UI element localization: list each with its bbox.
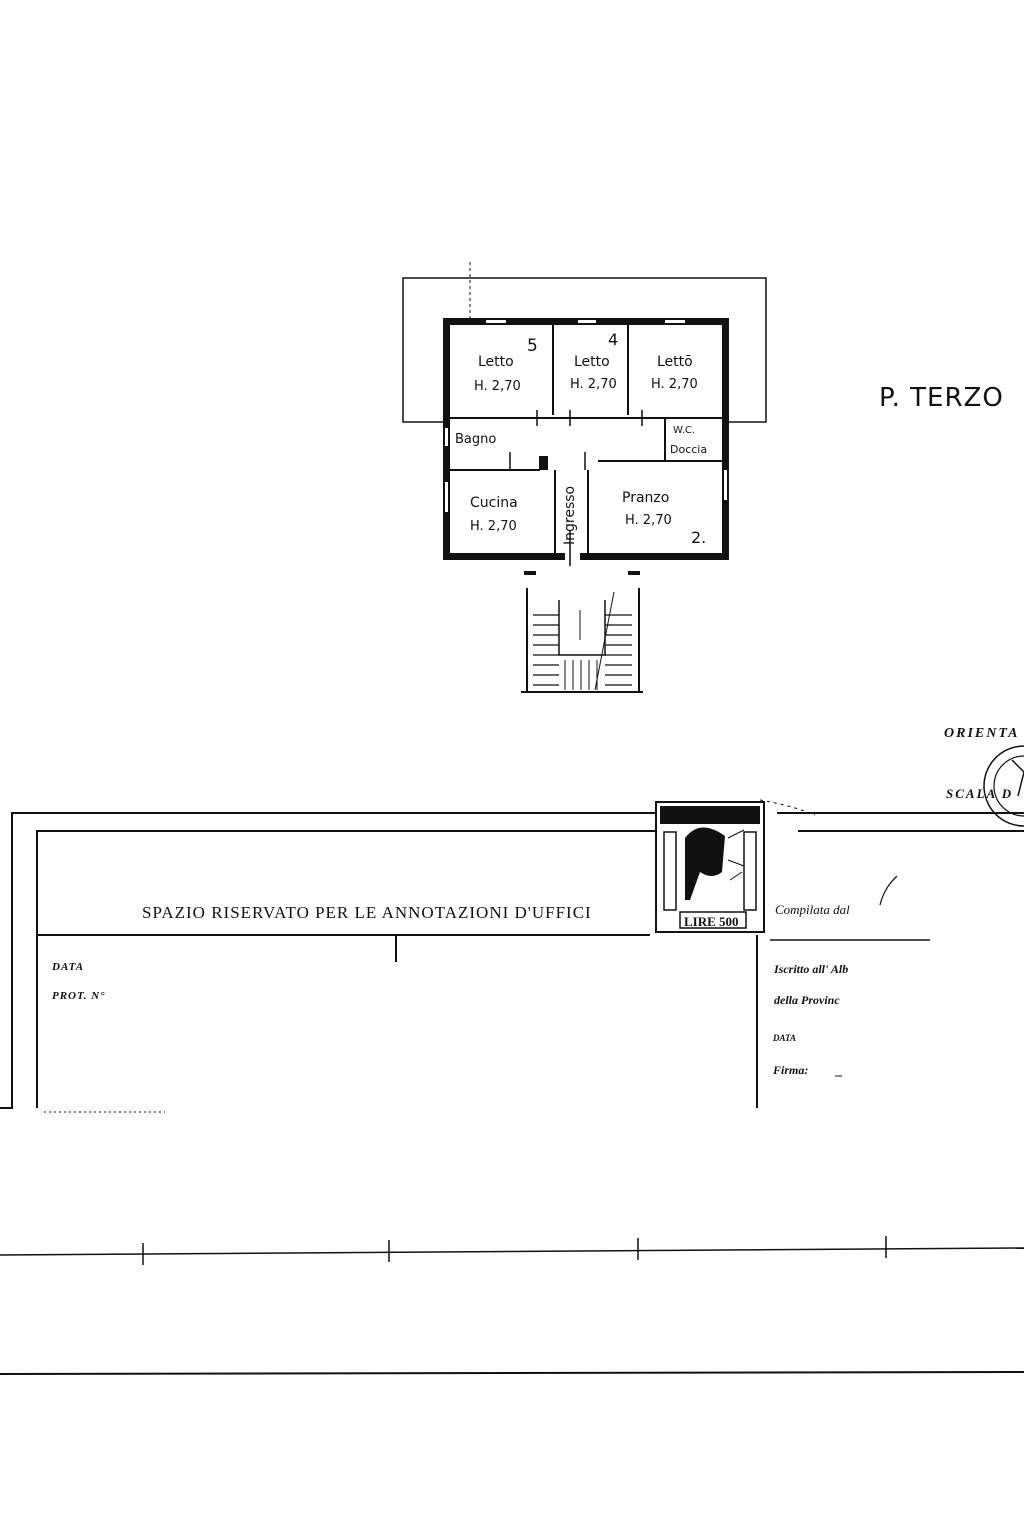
room-pranzo-height: H. 2,70: [625, 513, 672, 528]
revenue-stamp: LIRE 500: [655, 801, 765, 933]
room-pranzo-number: 2.: [691, 528, 706, 547]
room-letto-5-number: 5: [527, 336, 538, 356]
balcony-outline: [402, 277, 767, 423]
room-letto-5-height: H. 2,70: [474, 379, 521, 394]
room-cucina-name: Cucina: [470, 495, 518, 511]
wall-bottom-left: [443, 553, 565, 560]
office-date-label: DATA: [51, 961, 84, 973]
room-letto-4-height: H. 2,70: [570, 377, 617, 392]
signature-label: Firma:: [772, 1063, 808, 1077]
room-bagno-name: Bagno: [455, 432, 496, 447]
room-letto-4-number: 4: [608, 330, 618, 349]
office-box-title: SPAZIO RISERVATO PER LE ANNOTAZIONI D'UF…: [142, 903, 592, 922]
office-form: SPAZIO RISERVATO PER LE ANNOTAZIONI D'UF…: [0, 799, 1024, 1113]
compiler-date-label: DATA: [772, 1033, 796, 1043]
province-label: della Provinc: [774, 993, 840, 1007]
lower-rules: [0, 1236, 1024, 1375]
registered-label: Iscritto all' Alb: [773, 962, 848, 976]
stamp-value: LIRE 500: [684, 914, 739, 929]
room-wc-name: W.C.: [673, 425, 695, 436]
scale-label: SCALA D: [946, 786, 1013, 801]
compiled-by-label: Compilata dal: [775, 902, 850, 917]
room-letto-5-name: Letto: [478, 354, 514, 370]
orientation-label: ORIENTA: [944, 726, 1019, 741]
room-letto-3-name: Lettō: [657, 354, 693, 370]
floor-plan: 5 Letto H. 2,70 4 Letto H. 2,70 Lettō H.…: [402, 262, 1004, 693]
floor-label: P. TERZO: [879, 383, 1004, 413]
compass-icon: [983, 745, 1024, 827]
room-wc-sub: Doccia: [670, 443, 707, 456]
office-prot-label: PROT. N°: [52, 990, 106, 1002]
room-ingresso-name: Ingresso: [562, 486, 578, 545]
wall-right: [722, 318, 729, 560]
room-letto-3-height: H. 2,70: [651, 377, 698, 392]
orientation-block: ORIENTA SCALA D: [944, 726, 1024, 827]
room-pranzo-name: Pranzo: [622, 490, 669, 506]
room-letto-4-name: Letto: [574, 354, 610, 370]
wall-bottom-right: [580, 553, 729, 560]
room-cucina-height: H. 2,70: [470, 519, 517, 534]
